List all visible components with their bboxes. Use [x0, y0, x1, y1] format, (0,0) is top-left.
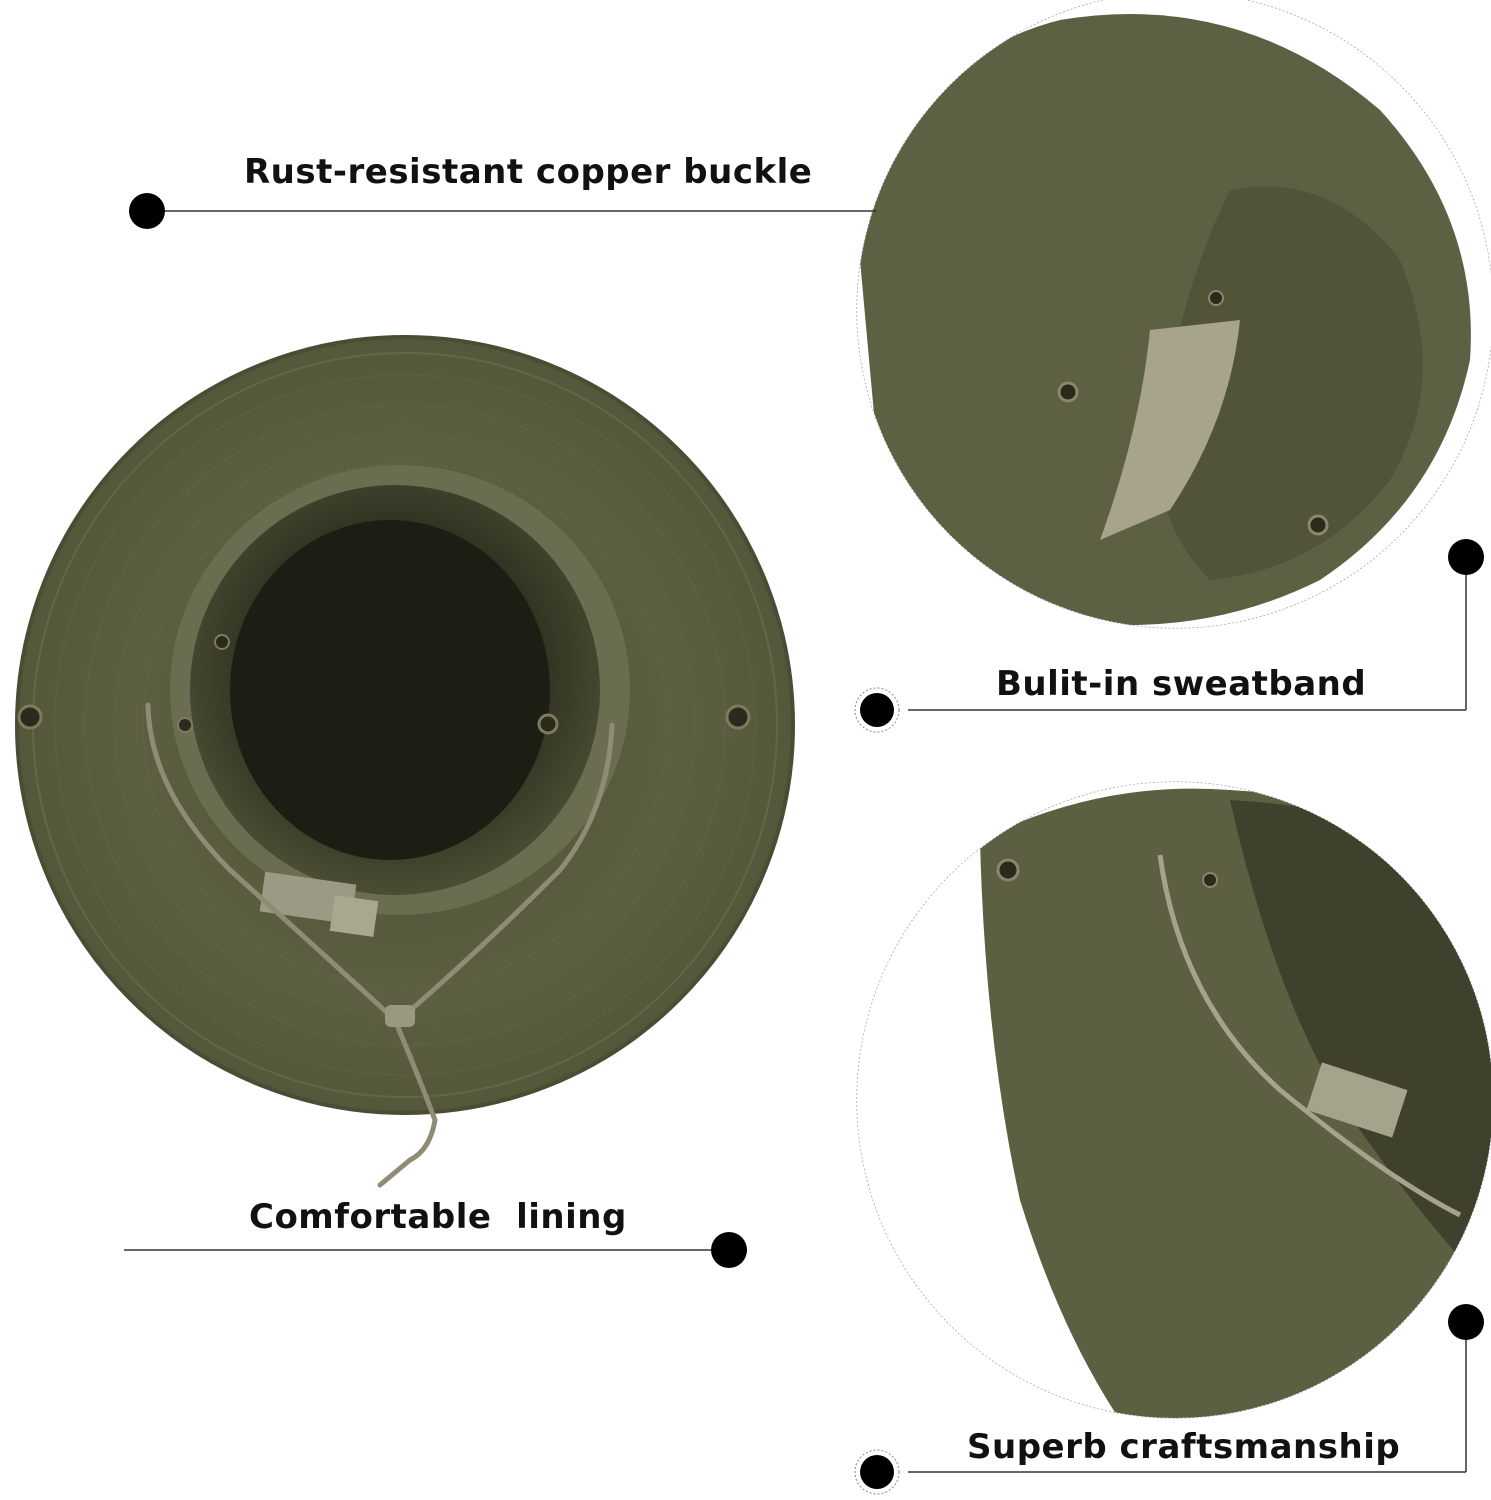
callout-lining-line: [124, 1232, 747, 1268]
callout-lining-dot: [711, 1232, 747, 1268]
callout-sweatband-dot: [1448, 539, 1484, 575]
main-hat-image: [15, 335, 795, 1188]
callout-sweatband-line: [854, 539, 1484, 733]
callout-label-craftsmanship: Superb craftsmanship: [967, 1427, 1401, 1467]
detail-image-buckle: [856, 0, 1491, 629]
callout-label-buckle: Rust-resistant copper buckle: [244, 152, 813, 192]
callout-buckle-line: [129, 193, 876, 229]
detail-image-craftsmanship: [856, 781, 1491, 1419]
callout-craftsmanship-dot: [1448, 1304, 1484, 1340]
callout-craftsmanship-line: [854, 1304, 1484, 1495]
callout-craftsmanship-start-dot: [860, 1455, 894, 1489]
callout-label-sweatband: Bulit-in sweatband: [996, 664, 1367, 704]
callout-label-lining: Comfortable lining: [249, 1197, 627, 1237]
callout-buckle-dot: [129, 193, 165, 229]
callout-sweatband-start-dot: [860, 693, 894, 727]
